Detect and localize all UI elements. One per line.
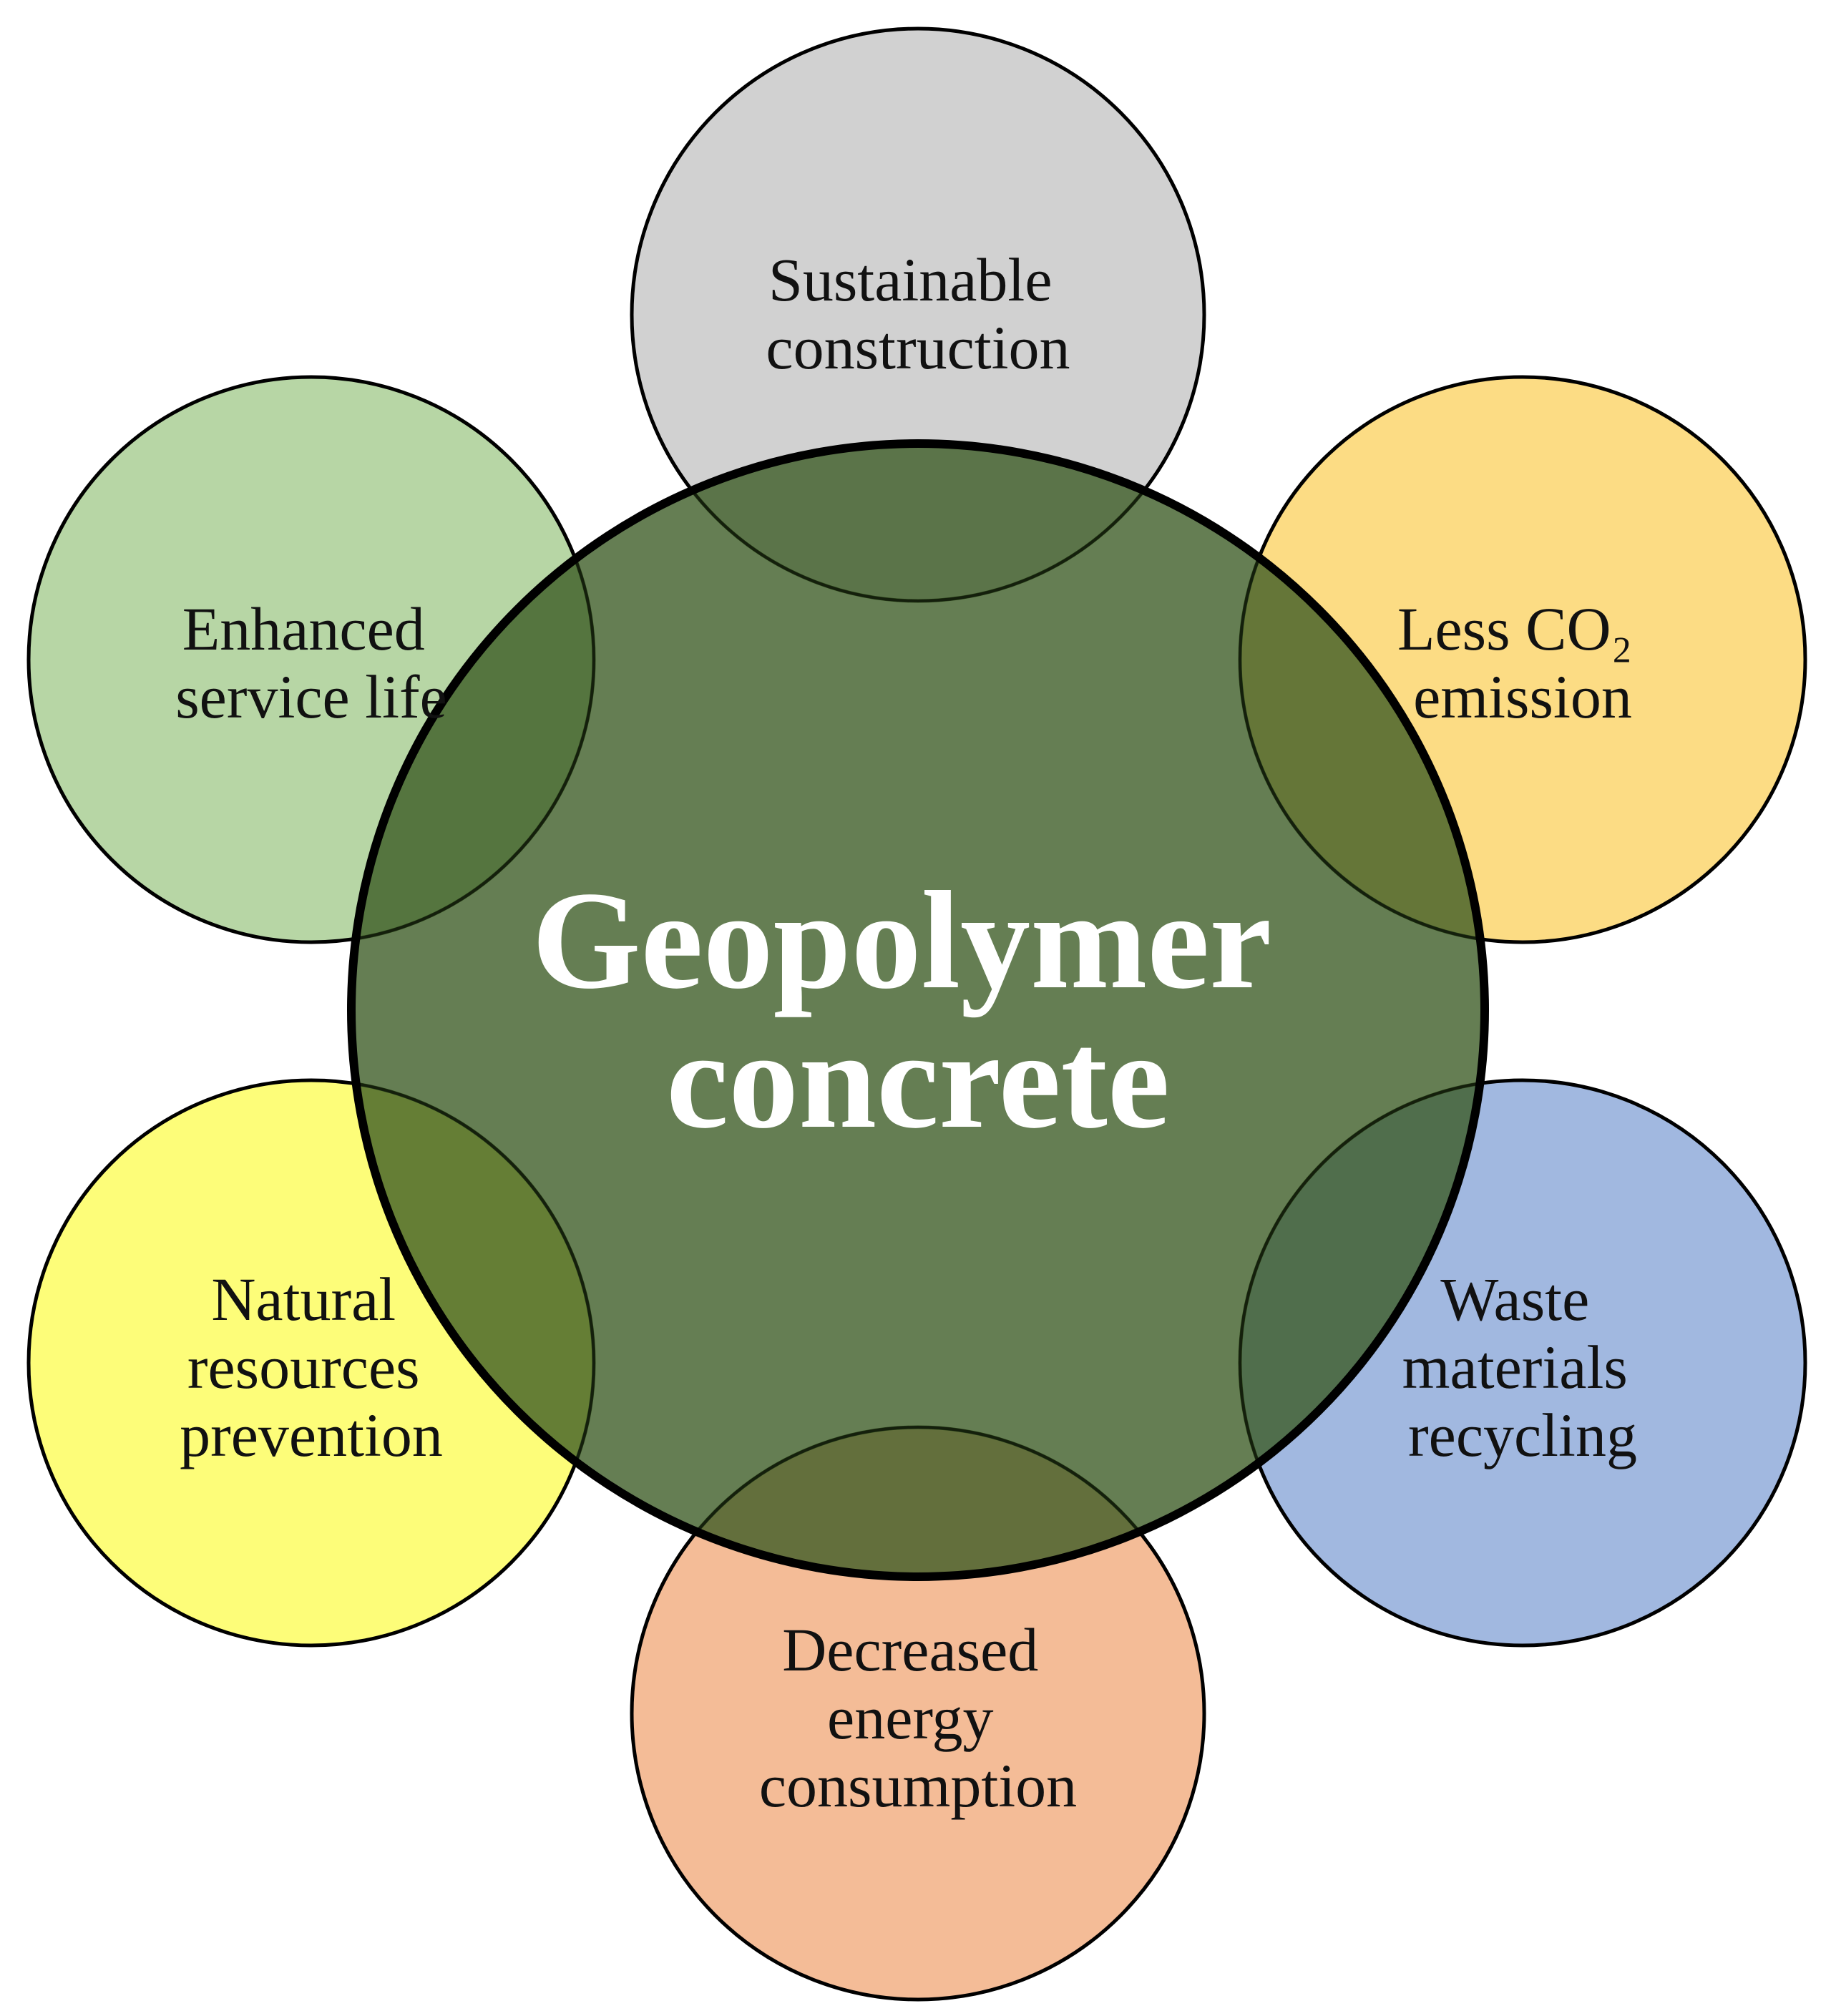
center-title-line-1: Geopolymer [532, 863, 1269, 1018]
label-less-co2-emission: Less CO₂ emission [1397, 594, 1648, 731]
label-sustainable-construction: Sustainable construction [766, 245, 1070, 382]
label-waste-materials-recycling: Waste materials recycling [1402, 1265, 1644, 1469]
satellite-outlines [27, 27, 1807, 2001]
center-title-line-2: concrete [666, 1002, 1170, 1158]
center-circle [347, 439, 1489, 1581]
label-enhanced-service-life: Enhanced service life [175, 594, 447, 731]
center-title: Geopolymer concrete [532, 863, 1304, 1158]
label-decreased-energy-consumption: Decreased energy consumption [759, 1615, 1077, 1820]
label-natural-resources-prevention: Natural resources prevention [180, 1265, 443, 1469]
